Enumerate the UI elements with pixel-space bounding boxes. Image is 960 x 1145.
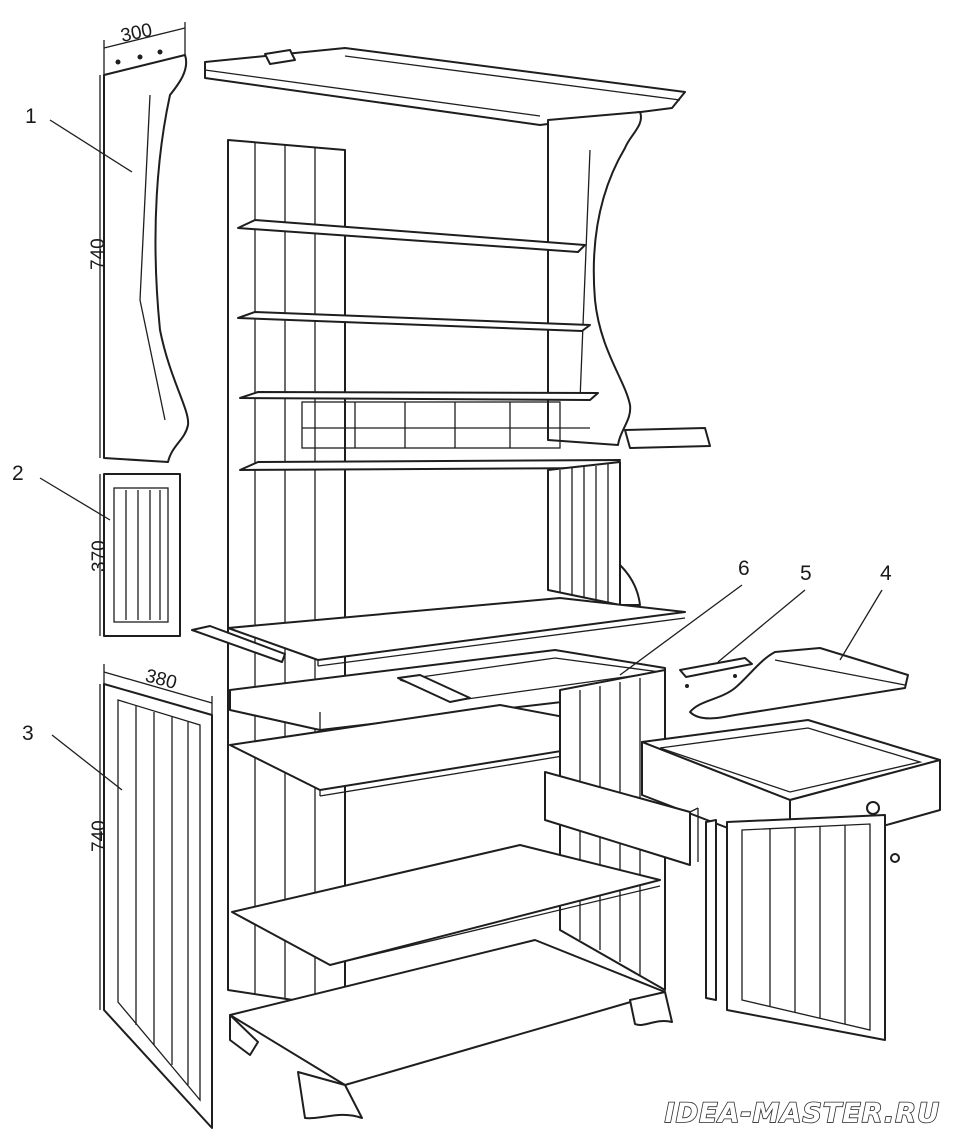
callout-2: 2: [12, 462, 111, 521]
upper-right-side: [547, 111, 642, 446]
dim-740-bottom-label: 740: [89, 820, 110, 852]
bottom-plinth: [229, 939, 673, 1120]
middle-right-slat-panel: [547, 461, 641, 606]
middle-side-panel: [103, 473, 181, 637]
callout-4: 4: [839, 562, 892, 661]
lower-door: [705, 814, 900, 1041]
callout-2-label: 2: [12, 462, 24, 485]
back-panel: [227, 139, 346, 1009]
callout-5: 5: [717, 562, 812, 663]
cup-rack: [301, 401, 590, 449]
callout-3-label: 3: [22, 722, 34, 745]
dim-740-top-label: 740: [88, 238, 109, 270]
dim-370-label: 370: [89, 540, 110, 572]
callout-5-label: 5: [800, 562, 812, 585]
drawer-runner: [679, 657, 753, 688]
upper-side-panel: [103, 49, 190, 463]
dimension-370: 370: [89, 474, 110, 636]
dim-300-label: 300: [119, 20, 154, 47]
callout-4-label: 4: [880, 562, 892, 585]
countertop: [191, 597, 686, 667]
side-bracket: [689, 647, 909, 720]
callout-6: 6: [619, 557, 750, 676]
lower-side-panel: [103, 683, 213, 1129]
upper-shelves: [237, 219, 621, 471]
callout-3: 3: [22, 722, 123, 791]
dim-380-label: 380: [143, 665, 179, 693]
callout-1: 1: [25, 105, 133, 173]
small-box: [624, 427, 711, 449]
callout-6-label: 6: [738, 557, 750, 580]
bottom-shelf-upper: [231, 844, 661, 966]
dimension-740-bottom: 740: [89, 684, 110, 1010]
drawer-front: [544, 771, 699, 866]
dimension-740-top: 740: [88, 75, 109, 458]
callout-1-label: 1: [25, 105, 37, 128]
watermark-text: IDEA-MASTER.RU: [665, 1098, 940, 1129]
cornice: [204, 47, 686, 126]
